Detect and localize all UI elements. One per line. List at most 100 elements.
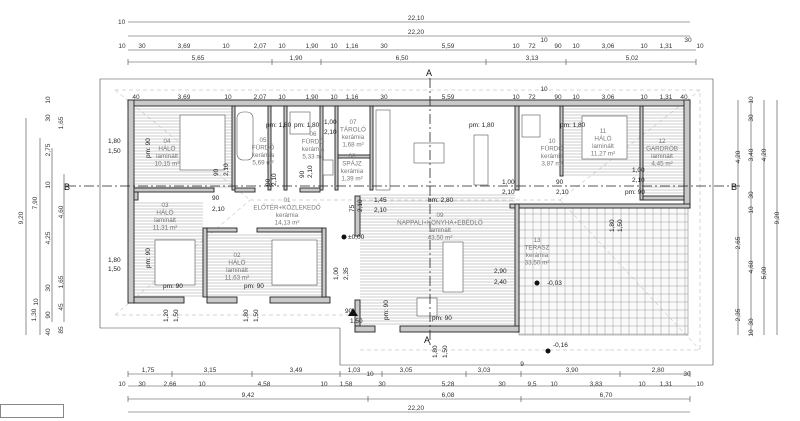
room-no: 06	[309, 131, 317, 138]
dimension-label: 2,35	[735, 308, 742, 321]
opening-annotation: 1,45	[374, 197, 387, 204]
dimension-label: 10	[696, 43, 704, 50]
opening-annotation: 90	[265, 178, 272, 186]
dimension-label: 10	[748, 96, 755, 104]
opening-annotation: 2,35	[343, 267, 350, 280]
room-floor: kerámia	[276, 212, 299, 219]
dimension-label: 3,06	[602, 43, 615, 50]
room-no: 02	[233, 252, 241, 259]
dimension-label: 10	[366, 371, 374, 378]
dimension-label: 30	[498, 381, 506, 388]
dimension-label: 10	[572, 43, 580, 50]
opening-annotation: pm: 1,80	[560, 122, 586, 129]
room-no: 01	[283, 197, 291, 204]
room-area: 5,33 m²	[302, 154, 323, 161]
room-name: TERASZ	[525, 245, 550, 252]
dimension-label: 30	[138, 381, 146, 388]
dimension-label: 40	[680, 94, 688, 101]
room-floor: kerámia	[541, 153, 564, 160]
dimension-label: 9,20	[18, 211, 25, 224]
dimension-label: 4,60	[58, 205, 65, 218]
dimension-label: 3,05	[400, 367, 413, 374]
legend-box	[0, 404, 64, 418]
dimension-label: 2,07	[254, 94, 267, 101]
room-floor: kerámia	[302, 146, 325, 153]
dimension-label: 30	[378, 381, 386, 388]
dimension-label: 3,15	[204, 367, 217, 374]
section-mark: B	[64, 182, 70, 192]
dimension-label: 30	[138, 43, 146, 50]
dimension-label: 10	[330, 43, 338, 50]
dimension-label: 1,65	[58, 116, 65, 129]
opening-annotation: 2,10	[324, 129, 337, 136]
dimension-label: 30	[684, 37, 692, 44]
dimension-label: 3,69	[178, 94, 191, 101]
dimension-label: 72	[528, 43, 536, 50]
dimension-label: 6,70	[600, 392, 613, 399]
dimension-label: 5,02	[626, 55, 639, 62]
dimension-label: 22,10	[408, 15, 425, 22]
opening-annotation: 2,10	[502, 189, 515, 196]
dimension-label: 10	[540, 37, 548, 44]
terrace-tile-grid	[519, 208, 688, 335]
dimension-label: 2,65	[735, 236, 742, 249]
opening-annotation: 1,00	[324, 119, 337, 126]
opening-annotation: 2,10	[223, 163, 230, 176]
opening-annotation: pm: 1,80	[266, 122, 292, 129]
opening-annotation: 1,00	[502, 179, 515, 186]
room-name: NAPPALI+KONYHA+EBÉDLŐ	[397, 218, 483, 227]
opening-annotation: pm: 90	[432, 315, 452, 322]
dimension-label: 1,16	[346, 43, 359, 50]
dimension-label: 30	[748, 114, 755, 122]
dimension-label: 1,31	[660, 43, 673, 50]
opening-annotation: 1,50	[108, 148, 121, 155]
opening-annotation: 2,10	[632, 177, 645, 184]
room-area: 11,31 m²	[153, 225, 177, 232]
opening-annotation: 1,20	[163, 309, 170, 322]
dimension-label: 4,25	[45, 231, 52, 244]
room-name: HÁLÓ	[158, 144, 175, 153]
dimension-label: 10	[640, 94, 648, 101]
room-name: SPÁJZ	[342, 159, 362, 168]
opening-annotation: ±0,00	[348, 234, 365, 241]
room-no: 12	[658, 138, 666, 145]
dimension-label: 40	[132, 94, 140, 101]
room-area: 10,15 m²	[155, 161, 180, 168]
opening-annotation: pm: 90	[383, 300, 390, 320]
dimension-label: 10	[224, 94, 232, 101]
section-mark: A	[426, 68, 432, 78]
opening-annotation: 1,80	[609, 219, 616, 232]
opening-annotation: pm: 90	[145, 138, 152, 158]
opening-annotation: 2,10	[357, 199, 364, 212]
dimension-label: 30	[45, 114, 52, 122]
room-name: GARDRÓB	[646, 144, 678, 153]
entrance-arrow-icon	[348, 308, 358, 316]
room-area: 33,50 m²	[525, 260, 550, 267]
kitchen-island	[413, 142, 445, 164]
room-name: ELŐTÉR+KÖZLEKEDŐ	[253, 203, 320, 212]
dimension-label: 3,13	[526, 55, 539, 62]
room-name: FÜRDŐ	[252, 143, 274, 152]
opening-annotation: pm: 1,80	[294, 122, 320, 129]
dimension-label: 10	[320, 381, 328, 388]
room-floor: laminált	[429, 227, 451, 234]
dimension-label: 1,31	[660, 381, 673, 388]
dimension-label: 10	[278, 94, 286, 101]
dimension-label: 4,20	[735, 150, 742, 163]
bed	[581, 115, 628, 160]
dimension-label: 5,65	[192, 55, 205, 62]
dimension-label: 10	[640, 43, 648, 50]
opening-annotation: 2,10	[307, 165, 314, 178]
dimension-label: 2,66	[164, 381, 177, 388]
dimension-label: 3,83	[590, 381, 603, 388]
terrace-floor	[518, 207, 689, 336]
dimension-label: 4,20	[761, 148, 768, 161]
bathtub	[236, 111, 254, 161]
roof-outline	[99, 78, 714, 366]
dimension-label: 30	[380, 94, 388, 101]
furniture	[154, 109, 628, 317]
dimension-label: 10	[33, 298, 40, 306]
opening-annotation: 1,00	[333, 267, 340, 280]
